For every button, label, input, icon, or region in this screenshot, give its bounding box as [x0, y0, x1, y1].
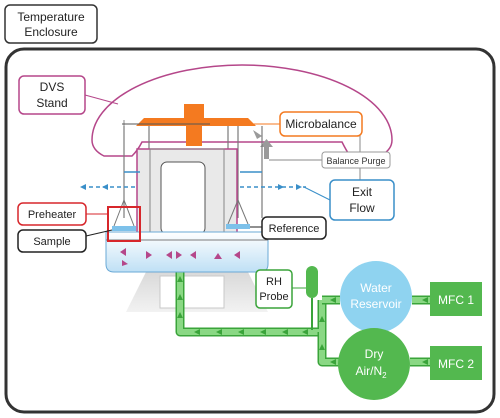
sample-label: Sample	[33, 236, 70, 248]
reference-label-box	[261, 216, 327, 240]
dvs-stand-dome	[91, 64, 393, 157]
dry-air-source	[338, 328, 410, 400]
balance-purge-arrows	[253, 130, 273, 159]
rh-probe-label-box	[255, 269, 293, 309]
chamber-circulation-arrows	[120, 248, 240, 266]
water-reservoir	[340, 261, 412, 333]
preheater-block	[107, 206, 141, 242]
tower-window	[160, 161, 206, 235]
mfc-1-box	[430, 282, 482, 316]
exit-flow-label: Exit	[352, 185, 373, 199]
microbalance-label: Microbalance	[285, 117, 357, 131]
dvs-stand-label: DVS	[40, 80, 65, 94]
reference-pan	[226, 199, 250, 229]
temperature-enclosure-label-2: Enclosure	[24, 25, 78, 39]
gas-flow-line	[175, 270, 430, 367]
water-reservoir-label: Water	[360, 281, 392, 295]
balance-purge-label-box	[321, 151, 391, 169]
water-reservoir-label-2: Reservoir	[350, 297, 401, 311]
balance-purge-label: Balance Purge	[326, 156, 385, 166]
mfc-1-label: MFC 1	[438, 293, 474, 307]
dvs-stand-label-2: Stand	[36, 96, 67, 110]
sample-label-box	[17, 229, 87, 253]
humidity-chamber	[105, 231, 269, 273]
rh-probe-label: RH	[266, 276, 282, 288]
dry-air-label: Dry	[365, 347, 384, 361]
dry-air-subscript: 2	[382, 371, 387, 380]
reference-label: Reference	[269, 223, 320, 235]
mfc-2-label: MFC 2	[438, 357, 474, 371]
temperature-enclosure-label: Temperature	[17, 10, 85, 24]
microbalance-label-box	[279, 111, 363, 137]
base-cutout	[159, 275, 225, 309]
exit-flow-label-2: Flow	[349, 201, 375, 215]
sample-pan	[112, 199, 136, 231]
temperature-enclosure-label-box	[4, 4, 98, 44]
mfc-2-box	[430, 346, 482, 380]
exit-flow-arrows	[82, 171, 306, 188]
rh-probe-sensor	[306, 266, 318, 298]
temperature-enclosure	[4, 47, 496, 414]
rh-probe-label-2: Probe	[259, 291, 288, 303]
dry-air-label-2: Air/N2	[355, 364, 387, 380]
preheater-label: Preheater	[28, 209, 77, 221]
